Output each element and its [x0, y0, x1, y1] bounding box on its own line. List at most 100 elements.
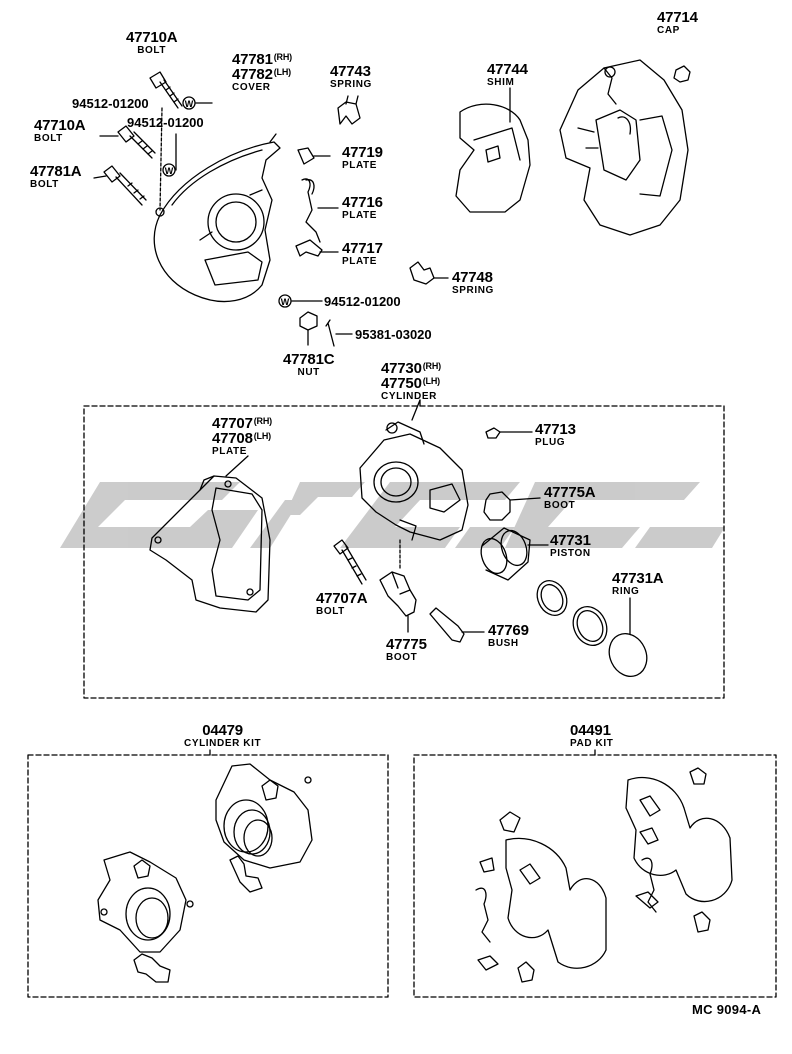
label-47707A: 47707A BOLT — [316, 590, 368, 617]
part-name: PLATE — [212, 446, 248, 457]
part-number-lh: 47750 — [381, 375, 422, 392]
plug-47713-icon — [485, 427, 533, 439]
part-number: 47748 — [452, 269, 493, 286]
part-name: CYLINDER — [381, 391, 437, 402]
part-name: PLUG — [535, 437, 566, 448]
cylinder-kit-contents-icon — [97, 763, 313, 983]
part-number: 47744 — [487, 61, 528, 78]
shim-47744-icon — [455, 87, 531, 213]
piston-47731-icon — [480, 527, 549, 581]
label-47716: 47716 PLATE — [342, 195, 383, 221]
plate-47707-icon — [149, 455, 271, 613]
cngc-logo-watermark-icon — [60, 482, 725, 548]
label-95381-03020: 95381-03020 — [355, 327, 432, 342]
part-name: COVER — [232, 82, 271, 93]
svg-text:W: W — [185, 99, 194, 109]
part-number: 47716 — [342, 194, 383, 211]
part-number-lh: 47708 — [212, 430, 253, 447]
bolt-47710A-top-icon — [149, 71, 183, 109]
cylinder-47730-icon — [359, 399, 469, 569]
part-number: 04479 — [202, 722, 243, 739]
part-name: CYLINDER KIT — [184, 738, 262, 749]
label-47781C: 47781C NUT — [283, 352, 335, 378]
label-47775A: 47775A BOOT — [544, 485, 596, 511]
label-47731A: 47731A RING — [612, 570, 664, 597]
part-number: 47717 — [342, 240, 383, 257]
part-number: 04491 — [570, 722, 611, 739]
label-47731: 47731 PISTON — [550, 533, 591, 559]
plate-47717-icon — [295, 239, 339, 257]
part-number: 47743 — [330, 63, 371, 80]
label-47717: 47717 PLATE — [342, 241, 383, 267]
part-number: 47769 — [488, 622, 529, 639]
pad-kit-contents-icon — [475, 767, 733, 983]
label-47743: 47743 SPRING — [330, 64, 372, 90]
part-number: 47731 — [550, 532, 591, 549]
label-47713: 47713 PLUG — [535, 422, 576, 448]
label-94512-01200-b: 94512-01200 — [127, 115, 204, 130]
part-number-rh: 47730 — [381, 360, 422, 377]
boot-47775-icon — [379, 571, 417, 633]
washer-icon: W W W — [162, 96, 292, 308]
diagram-code: MC 9094-A — [692, 1002, 762, 1017]
label-94512-01200-a: 94512-01200 — [72, 96, 149, 111]
label-47775: 47775 BOOT — [386, 637, 427, 663]
part-name: SPRING — [452, 285, 494, 296]
label-47748: 47748 SPRING — [452, 270, 494, 296]
label-47781: 47781(RH) 47782(LH) COVER — [232, 52, 292, 93]
nut-47781C-icon — [299, 311, 318, 346]
label-04491: 04491 PAD KIT — [570, 723, 613, 749]
part-number: 47710A — [126, 29, 178, 46]
plate-47719-icon — [297, 147, 331, 165]
cylinder-kit-box — [27, 754, 389, 998]
part-number: 47713 — [535, 421, 576, 438]
bolt-47710A-mid-icon — [117, 125, 156, 159]
part-name: BOOT — [386, 652, 418, 663]
part-name: SHIM — [487, 77, 515, 88]
label-04479: 04479 CYLINDER KIT — [184, 723, 261, 749]
spring-47743-icon — [337, 95, 361, 125]
part-name: PLATE — [342, 256, 378, 267]
part-name: BOLT — [34, 133, 63, 144]
pin-95381-icon — [325, 319, 353, 347]
part-name: BOOT — [544, 500, 576, 511]
label-94512-01200-c: 94512-01200 — [324, 294, 401, 309]
label-47710A-top: 47710A BOLT — [126, 29, 178, 56]
suffix-lh: (LH) — [253, 431, 271, 441]
svg-text:W: W — [281, 297, 290, 307]
label-47719: 47719 PLATE — [342, 145, 383, 171]
label-47714: 47714 CAP — [657, 10, 698, 36]
bolt-47781A-icon — [103, 165, 147, 206]
seal-ring-icon — [536, 579, 568, 617]
part-name: BOLT — [316, 606, 345, 617]
ring-47731A-icon — [572, 597, 648, 677]
suffix-rh: (RH) — [273, 52, 292, 62]
suffix-lh: (LH) — [422, 376, 440, 386]
bolt-47707A-icon — [333, 539, 367, 585]
part-number: 47710A — [34, 117, 86, 134]
label-47769: 47769 BUSH — [488, 623, 529, 649]
label-47707: 47707(RH) 47708(LH) PLATE — [212, 416, 272, 457]
part-number: 47719 — [342, 144, 383, 161]
part-name: CAP — [657, 25, 680, 36]
part-number: 47775 — [386, 636, 427, 653]
caliper-support-icon — [559, 59, 689, 236]
part-name: SPRING — [330, 79, 372, 90]
part-name: PLATE — [342, 160, 378, 171]
part-name: BOLT — [30, 179, 59, 190]
label-47730: 47730(RH) 47750(LH) CYLINDER — [381, 361, 441, 402]
label-47744: 47744 SHIM — [487, 62, 528, 88]
label-47781A: 47781A BOLT — [30, 164, 82, 190]
part-number: 47731A — [612, 570, 664, 587]
cylinder-assembly-box — [83, 405, 725, 699]
part-number: 47707A — [316, 590, 368, 607]
suffix-rh: (RH) — [422, 361, 441, 371]
svg-text:W: W — [165, 166, 174, 176]
part-name: RING — [612, 586, 640, 597]
cap-47714-icon — [673, 65, 691, 83]
suffix-lh: (LH) — [273, 67, 291, 77]
plate-47716-icon — [301, 178, 339, 243]
part-number-rh: 47707 — [212, 415, 253, 432]
label-47710A-mid: 47710A BOLT — [34, 117, 86, 144]
